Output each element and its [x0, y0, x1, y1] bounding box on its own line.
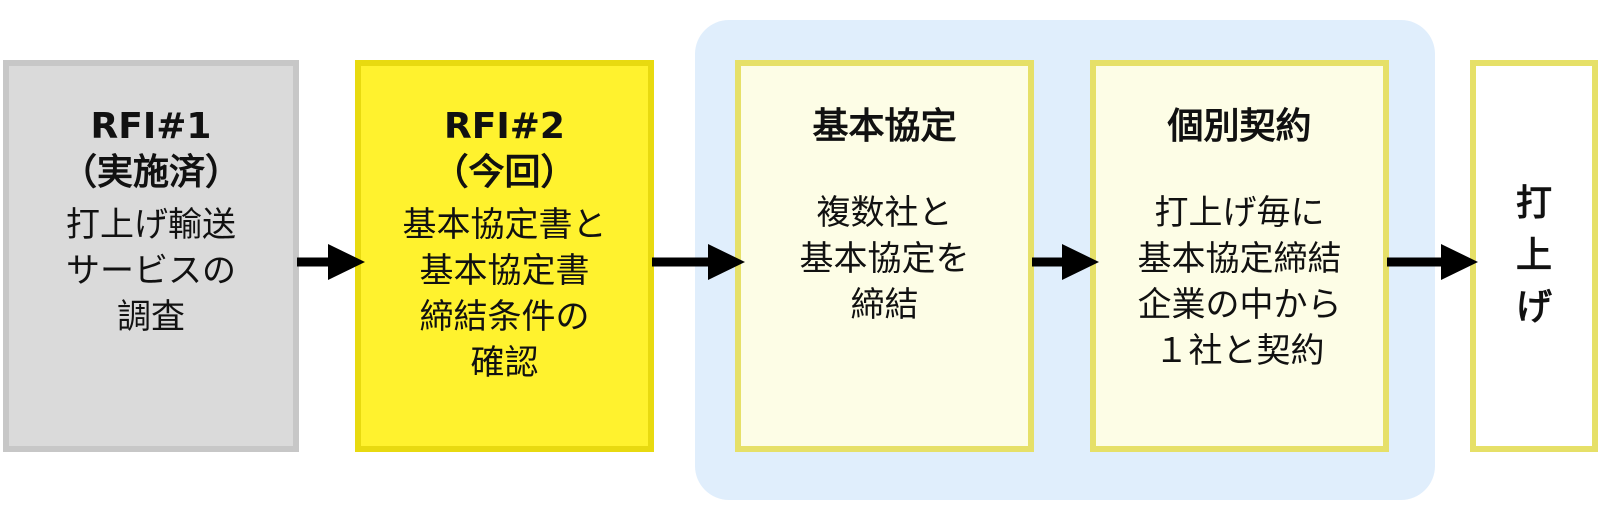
step-rfi2-title: RFI#2 （今回） — [432, 106, 577, 193]
step-rfi1-title: RFI#1 （実施済） — [60, 106, 241, 193]
step-basic-agreement-title: 基本協定 — [812, 106, 957, 147]
step-rfi2-body: 基本協定書と 基本協定書 締結条件の 確認 — [402, 205, 607, 383]
step-rfi2: RFI#2 （今回） 基本協定書と 基本協定書 締結条件の 確認 — [355, 60, 654, 452]
step-basic-agreement: 基本協定 複数社と 基本協定を 締結 — [735, 60, 1034, 452]
step-individual-contract-body: 打上げ毎に 基本協定締結 企業の中から １社と契約 — [1137, 193, 1342, 371]
step-rfi1-body: 打上げ輸送 サービスの 調査 — [66, 205, 236, 337]
step-launch-title: 打 上 げ — [1515, 183, 1552, 328]
arrow-4-head-icon — [1441, 244, 1478, 280]
step-launch: 打 上 げ — [1470, 60, 1598, 452]
arrow-1-head-icon — [328, 244, 365, 280]
step-individual-contract: 個別契約 打上げ毎に 基本協定締結 企業の中から １社と契約 — [1090, 60, 1389, 452]
arrow-2-head-icon — [708, 244, 745, 280]
step-rfi1: RFI#1 （実施済） 打上げ輸送 サービスの 調査 — [3, 60, 299, 452]
step-basic-agreement-body: 複数社と 基本協定を 締結 — [799, 193, 970, 325]
arrow-3-head-icon — [1062, 244, 1099, 280]
step-individual-contract-title: 個別契約 — [1167, 106, 1312, 147]
